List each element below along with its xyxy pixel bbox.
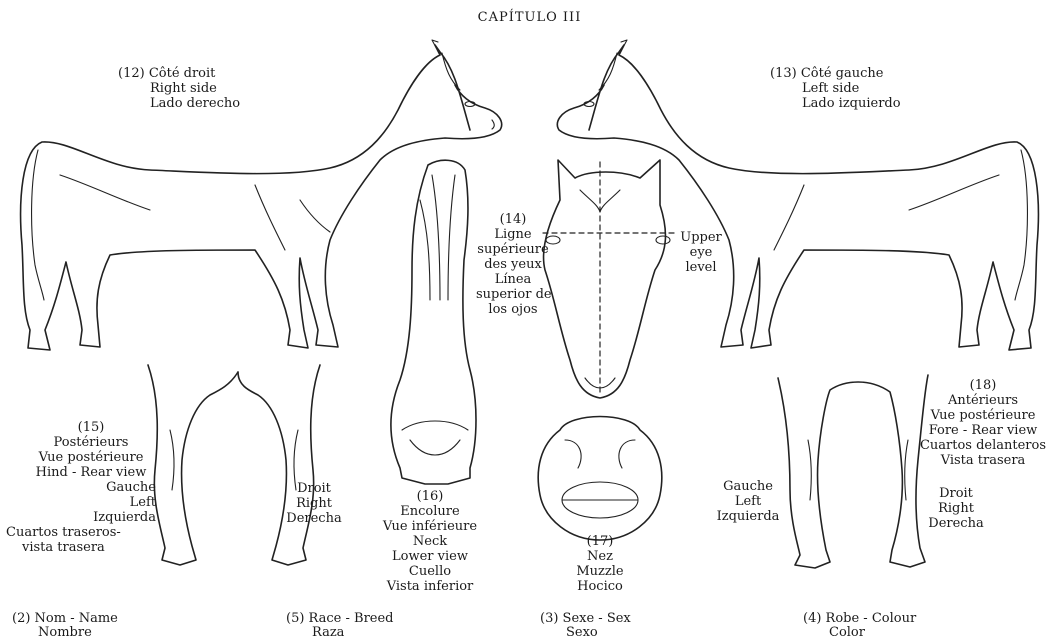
fore-legs-label-line: (18) — [912, 378, 1054, 393]
left-side-label-line: Lado izquierdo — [770, 96, 901, 111]
eye-line-label: (14) Ligne supérieure des yeux Línea sup… — [476, 212, 550, 317]
hind-legs-label-line: Vue postérieure — [6, 450, 156, 465]
fore-left-label-line: Left — [712, 494, 784, 509]
sex-field-line: (3) Sexe - Sex — [540, 612, 631, 626]
hind-legs-label: (15) Postérieurs Vue postérieure Hind - … — [6, 420, 156, 555]
muzzle-figure — [538, 417, 662, 541]
neck-label-line: Vista inferior — [370, 579, 490, 594]
fore-legs-label-line: Fore - Rear view — [912, 423, 1054, 438]
left-side-label: (13) Côté gauche Left side Lado izquierd… — [770, 66, 901, 111]
fore-left-label: Gauche Left Izquierda — [712, 479, 784, 524]
name-field-label: (2) Nom - Name Nombre — [12, 612, 118, 640]
colour-field-label: (4) Robe - Colour Color — [803, 612, 916, 640]
neck-lower-view-figure — [391, 160, 476, 484]
breed-field-line: Raza — [286, 626, 394, 640]
hind-legs-label-line: Gauche — [6, 480, 156, 495]
fore-legs-label-line: Vue postérieure — [912, 408, 1054, 423]
hind-legs-label-line: Izquierda — [6, 510, 156, 525]
fore-left-label-line: Izquierda — [712, 509, 784, 524]
fore-legs-label: (18) Antérieurs Vue postérieure Fore - R… — [912, 378, 1054, 468]
hind-legs-label-line: Hind - Rear view — [6, 465, 156, 480]
fore-legs-label-line: Antérieurs — [912, 393, 1054, 408]
fore-legs-label-line: Vista trasera — [912, 453, 1054, 468]
right-side-horse-figure — [21, 40, 502, 350]
hind-legs-label-line: (15) — [6, 420, 156, 435]
sex-field-line: Sexo — [540, 626, 631, 640]
upper-eye-level-label-line: Upper — [674, 230, 728, 245]
colour-field-line: (4) Robe - Colour — [803, 612, 916, 626]
name-field-line: (2) Nom - Name — [12, 612, 118, 626]
breed-field-label: (5) Race - Breed Raza — [286, 612, 394, 640]
muzzle-label-line: (17) — [565, 534, 635, 549]
neck-label: (16) Encolure Vue inférieure Neck Lower … — [370, 489, 490, 594]
eye-line-label-line: los ojos — [476, 302, 550, 317]
fore-right-label-line: Right — [920, 501, 992, 516]
muzzle-label-line: Nez — [565, 549, 635, 564]
right-side-label-line: Right side — [118, 81, 240, 96]
hind-right-label-line: Right — [278, 496, 350, 511]
eye-line-label-line: (14) — [476, 212, 550, 227]
eye-line-label-line: Ligne — [476, 227, 550, 242]
hind-right-label-line: Droit — [278, 481, 350, 496]
head-front-view-figure — [543, 160, 675, 398]
right-side-label: (12) Côté droit Right side Lado derecho — [118, 66, 240, 111]
muzzle-label-line: Hocico — [565, 579, 635, 594]
name-field-line: Nombre — [12, 626, 118, 640]
upper-eye-level-label-line: eye — [674, 245, 728, 260]
breed-field-line: (5) Race - Breed — [286, 612, 394, 626]
left-side-label-line: Left side — [770, 81, 901, 96]
fore-right-label: Droit Right Derecha — [920, 486, 992, 531]
colour-field-line: Color — [803, 626, 916, 640]
left-side-label-line: (13) Côté gauche — [770, 66, 901, 81]
hind-legs-label-line: Postérieurs — [6, 435, 156, 450]
fore-right-label-line: Derecha — [920, 516, 992, 531]
hind-right-label: Droit Right Derecha — [278, 481, 350, 526]
eye-line-label-line: Línea — [476, 272, 550, 287]
neck-label-line: Vue inférieure — [370, 519, 490, 534]
hind-legs-label-line: vista trasera — [6, 540, 156, 555]
upper-eye-level-label: Upper eye level — [674, 230, 728, 275]
neck-label-line: Encolure — [370, 504, 490, 519]
fore-legs-rear-view-figure — [778, 375, 928, 568]
hind-legs-label-line: Left — [6, 495, 156, 510]
fore-right-label-line: Droit — [920, 486, 992, 501]
hind-right-label-line: Derecha — [278, 511, 350, 526]
eye-line-label-line: des yeux — [476, 257, 550, 272]
upper-eye-level-label-line: level — [674, 260, 728, 275]
muzzle-label-line: Muzzle — [565, 564, 635, 579]
right-side-label-line: (12) Côté droit — [118, 66, 240, 81]
eye-line-label-line: superior de — [476, 287, 550, 302]
fore-legs-label-line: Cuartos delanteros — [912, 438, 1054, 453]
eye-line-label-line: supérieure — [476, 242, 550, 257]
neck-label-line: Neck — [370, 534, 490, 549]
neck-label-line: (16) — [370, 489, 490, 504]
sex-field-label: (3) Sexe - Sex Sexo — [540, 612, 631, 640]
right-side-label-line: Lado derecho — [118, 96, 240, 111]
hind-legs-rear-view-figure — [148, 365, 320, 565]
muzzle-label: (17) Nez Muzzle Hocico — [565, 534, 635, 594]
neck-label-line: Lower view — [370, 549, 490, 564]
fore-left-label-line: Gauche — [712, 479, 784, 494]
neck-label-line: Cuello — [370, 564, 490, 579]
hind-legs-label-line: Cuartos traseros- — [6, 525, 156, 540]
